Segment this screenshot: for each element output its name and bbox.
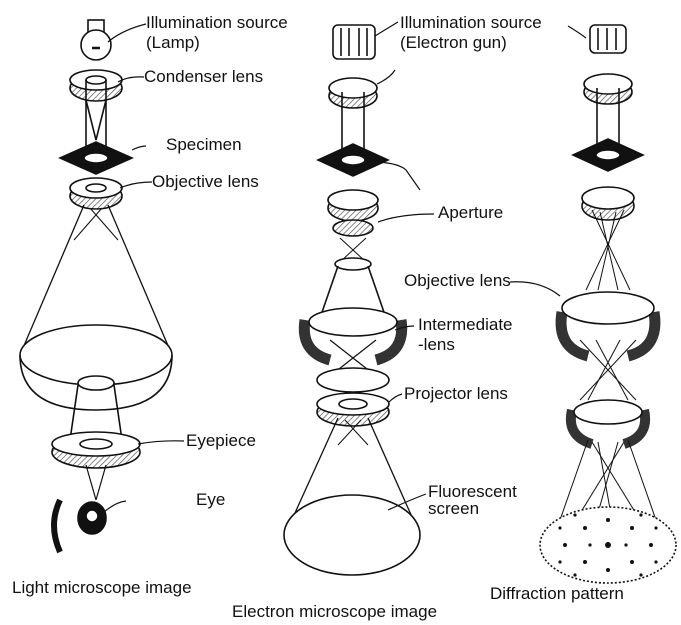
label-projector-lens: Projector lens: [404, 385, 508, 403]
label-objective-lens-light: Objective lens: [152, 173, 259, 191]
light-microscope: [20, 20, 172, 552]
condenser-lens-icon: [584, 74, 632, 104]
specimen-slide-icon: [60, 142, 132, 174]
label-eye: Eye: [196, 491, 225, 509]
label-screen: screen: [428, 500, 479, 518]
objective-lens-icon: [582, 187, 634, 220]
label-electron-gun: (Electron gun): [400, 34, 507, 52]
diffraction-pattern-icon: [540, 507, 676, 583]
intermediate-lens-icon: [561, 292, 655, 356]
specimen-slide-icon: [573, 139, 643, 171]
fluorescent-screen-icon: [284, 495, 420, 575]
caption-light-microscope: Light microscope image: [12, 578, 192, 598]
caption-diffraction-pattern: Diffraction pattern: [490, 584, 624, 604]
objective-lens-icon: [328, 190, 378, 221]
label-illumination-source-lamp: Illumination source: [146, 14, 288, 32]
aperture-icon: [333, 220, 373, 236]
label-illumination-source-gun: Illumination source: [400, 14, 542, 32]
intermediate-lens-icon: [304, 308, 401, 360]
condenser-lens-icon: [329, 78, 377, 108]
objective-lens-icon: [70, 178, 122, 209]
electron-gun-icon: [333, 25, 375, 59]
label-specimen: Specimen: [166, 136, 242, 154]
electron-microscope: [284, 25, 420, 575]
caption-electron-microscope: Electron microscope image: [232, 602, 437, 622]
label-intermediate: Intermediate: [418, 316, 513, 334]
projector-lens-icon: [571, 400, 645, 444]
specimen-slide-icon: [318, 144, 388, 176]
condenser-lens-icon: [70, 70, 122, 101]
label-lamp: (Lamp): [146, 34, 200, 52]
lamp-icon: [81, 20, 111, 60]
label-intermediate-lens: -lens: [418, 336, 455, 354]
label-eyepiece: Eyepiece: [186, 432, 256, 450]
label-objective-lens-electron: Objective lens: [404, 272, 511, 290]
electron-gun-icon: [590, 25, 626, 53]
diffraction-setup: [540, 25, 676, 583]
projector-lens-icon: [317, 393, 389, 426]
eyepiece-lens-icon: [52, 432, 140, 468]
label-condenser-lens: Condenser lens: [144, 68, 263, 86]
label-aperture: Aperture: [438, 204, 503, 222]
eye-icon: [54, 500, 106, 552]
